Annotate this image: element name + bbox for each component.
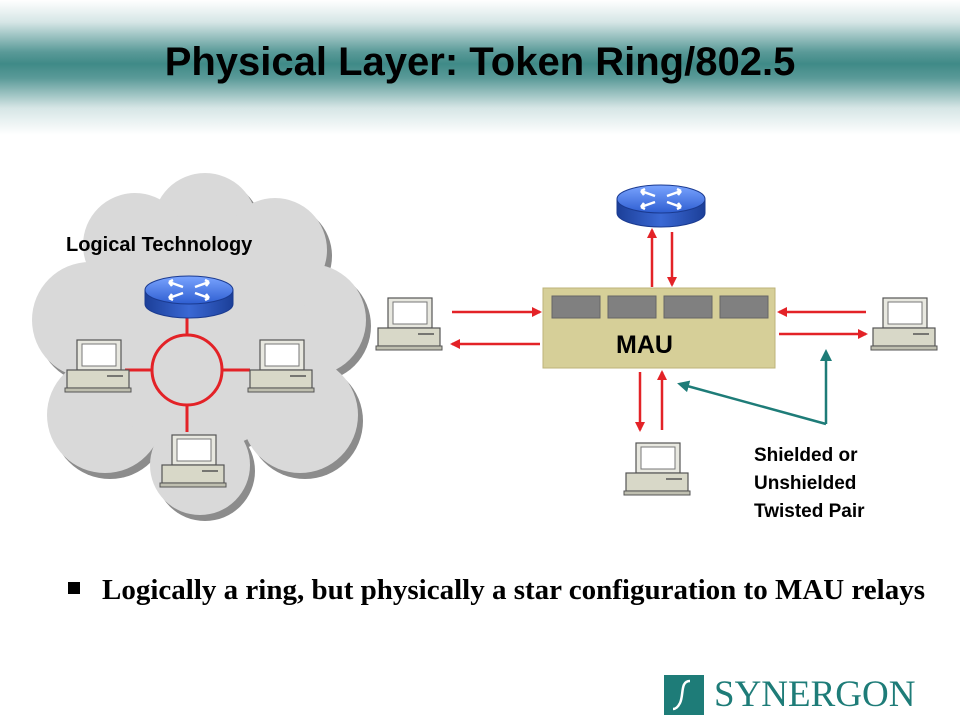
router-icon [615,183,707,229]
title-band [0,0,960,135]
logical-ring [125,318,250,432]
logo-mark-icon [664,675,704,715]
bullet-square-icon [68,582,80,594]
cable-label-line: Unshielded [754,473,857,494]
synergon-logo: SYNERGON [664,675,954,715]
computer-icon [375,297,443,351]
logo-text: SYNERGON [714,674,916,715]
cable-label-line: Twisted Pair [754,501,865,522]
cable-label-line: Shielded or [754,445,858,466]
slide-title: Physical Layer: Token Ring/802.5 [164,40,796,84]
cable-label: Shielded or Unshielded Twisted Pair [754,442,865,526]
bullet-text: Logically a ring, but physically a star … [102,574,926,606]
mau-label: MAU [616,331,673,359]
mau-box [542,287,776,369]
cloud-label: Logical Technology [66,234,253,256]
router-icon [143,274,235,320]
computer-icon [870,297,938,351]
cable-pointer [677,380,827,426]
computer-icon [623,442,691,496]
